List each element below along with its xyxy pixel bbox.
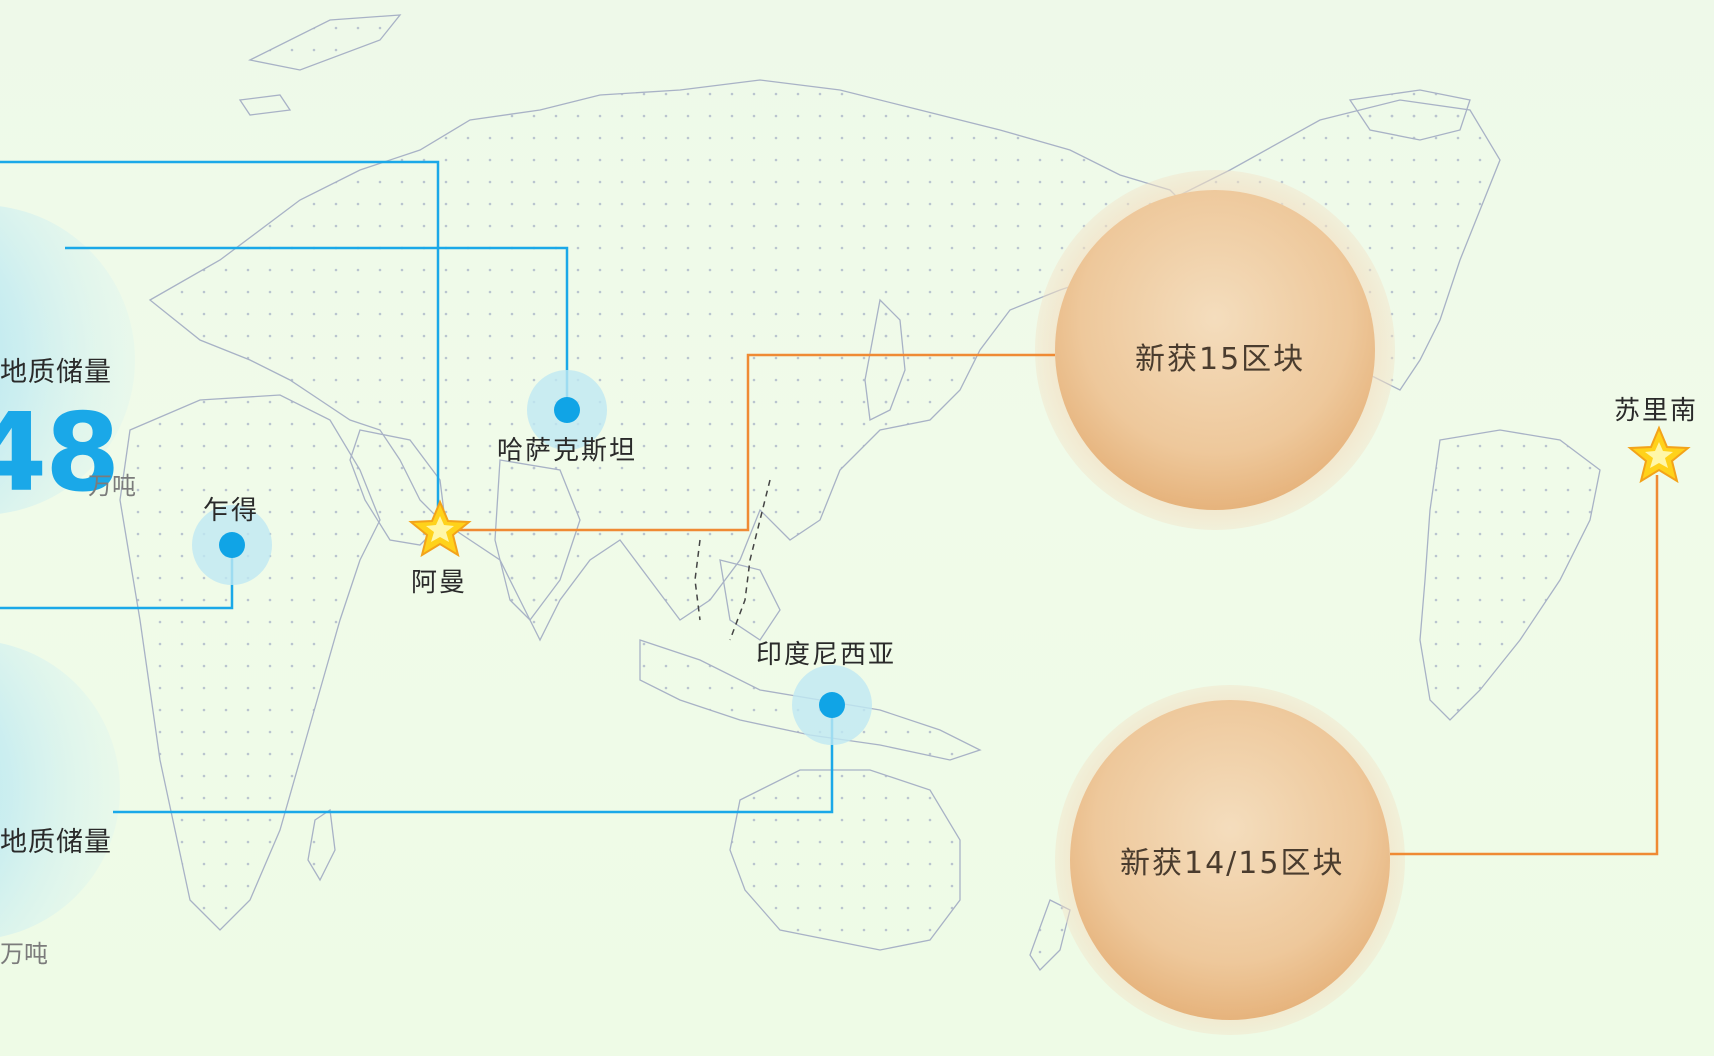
top-bubble-text: 新获15区块	[1135, 342, 1306, 377]
dashed-boundary-2	[694, 539, 701, 621]
label-oman: 阿曼	[411, 568, 468, 598]
top-bubble	[1055, 190, 1375, 510]
upper-reserve-value: 48	[0, 391, 120, 516]
label-kazakhstan: 哈萨克斯坦	[497, 436, 638, 466]
label-chad: 乍得	[203, 496, 260, 526]
upper-reserve-unit: 万吨	[88, 472, 136, 500]
continents	[119, 14, 1601, 972]
bottom-bubble-text: 新获14/15区块	[1120, 846, 1345, 881]
bottom-bubble	[1070, 700, 1390, 1020]
lower-reserve-label: 地质储量	[0, 827, 112, 858]
label-suriname: 苏里南	[1614, 396, 1699, 426]
lower-reserve-unit: 万吨	[0, 940, 48, 968]
line-suriname-to-bubble	[1390, 475, 1659, 856]
line-oman-to-bubble	[455, 353, 1055, 532]
star-icon-suriname[interactable]	[1627, 425, 1691, 484]
left-upper-bubble	[0, 206, 135, 514]
line-top-to-oman	[0, 160, 440, 525]
marker-indonesia[interactable]	[792, 665, 872, 745]
marker-kazakhstan[interactable]	[527, 370, 607, 450]
line-to-kazakhstan	[65, 246, 569, 410]
left-lower-bubble	[0, 643, 120, 937]
orange-connectors	[455, 353, 1659, 856]
dashed-boundary	[729, 479, 771, 641]
label-indonesia: 印度尼西亚	[756, 640, 897, 670]
marker-chad[interactable]	[192, 505, 272, 585]
upper-reserve-label: 地质储量	[0, 357, 112, 388]
star-icon-oman[interactable]	[408, 499, 472, 558]
